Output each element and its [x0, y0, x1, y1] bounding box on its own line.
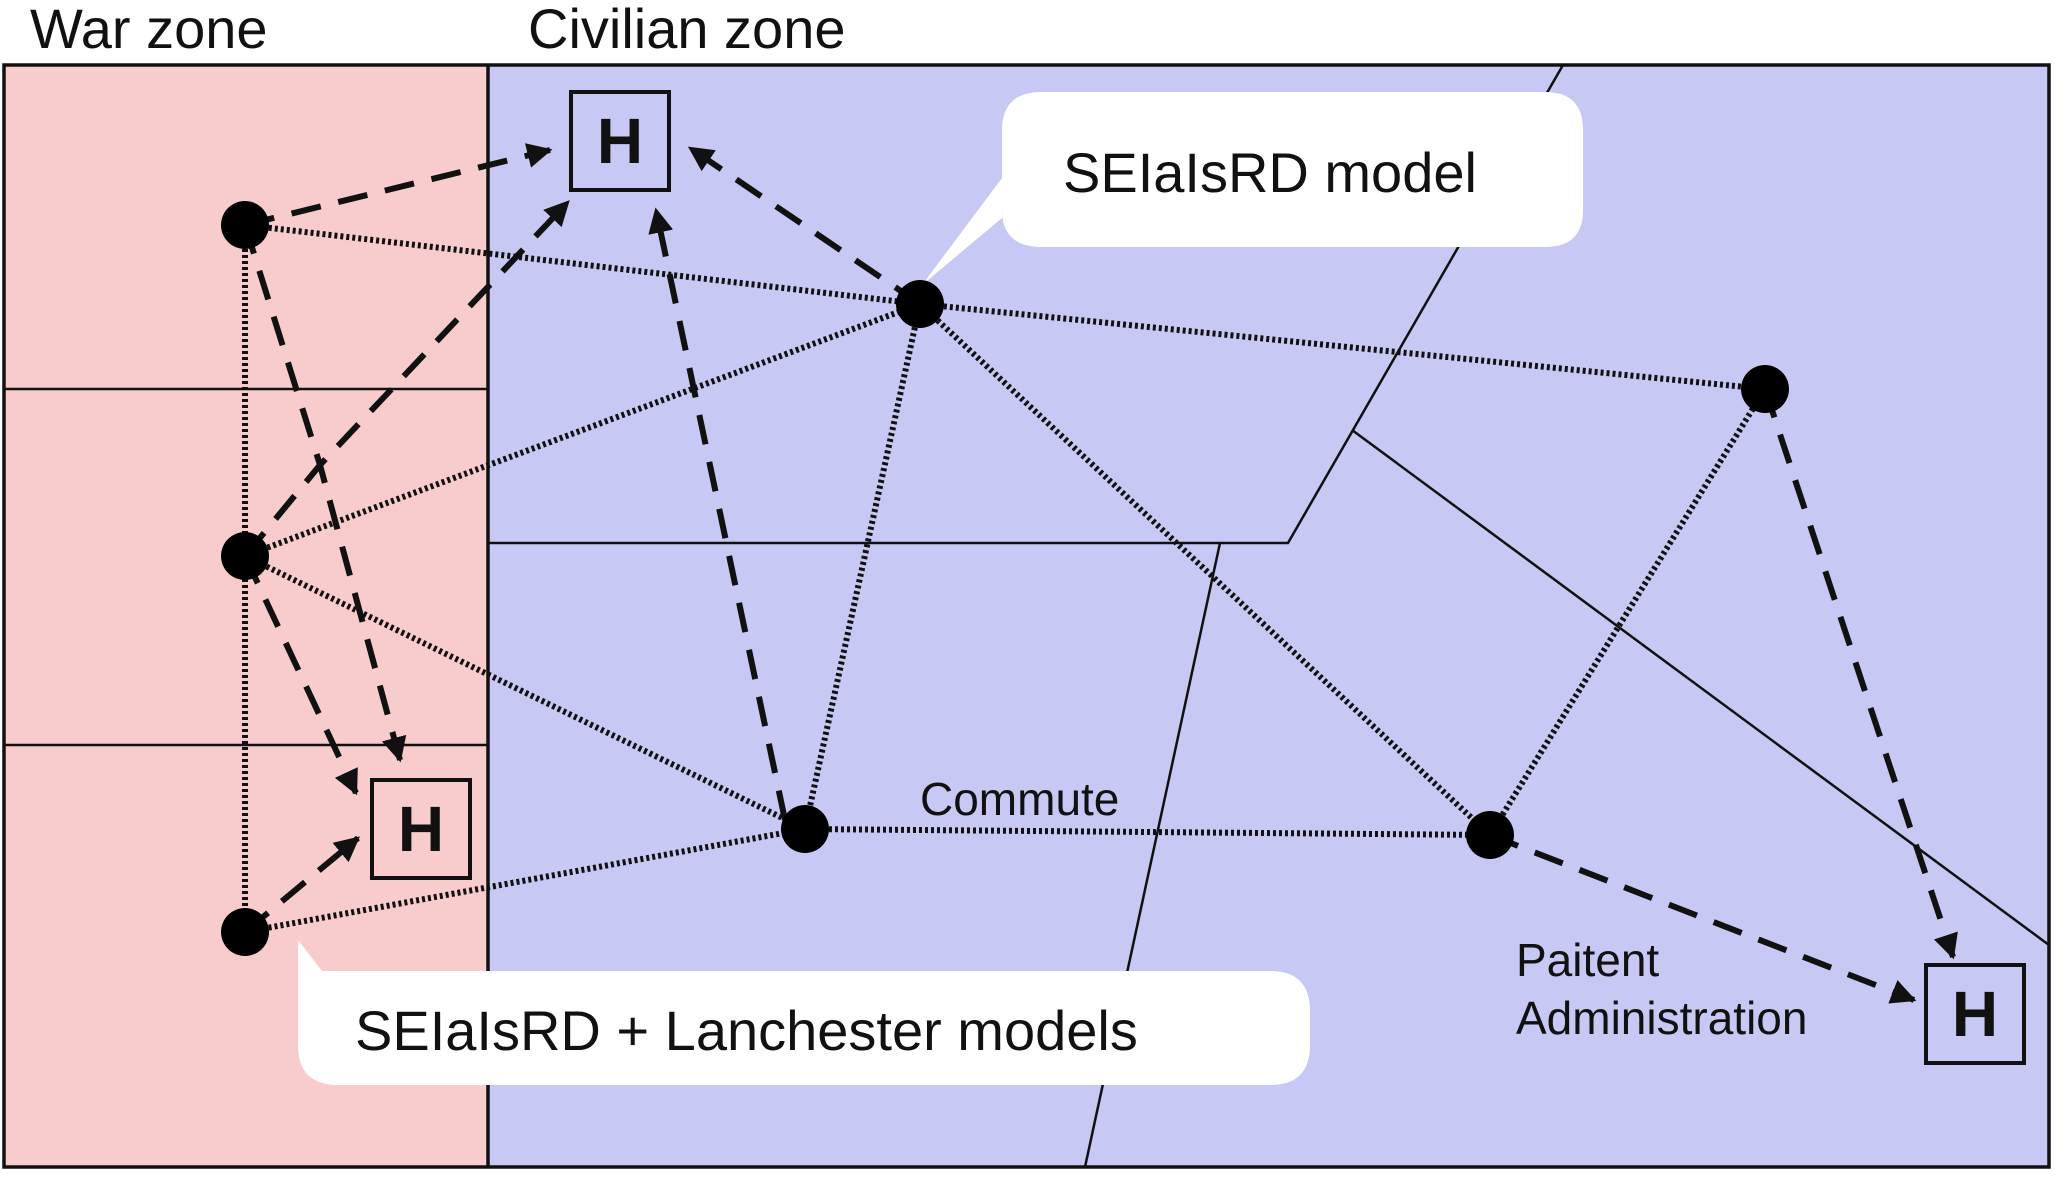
callout-bottom-bubble	[298, 940, 1310, 1085]
hospital-box	[370, 778, 472, 880]
hospital-box	[569, 90, 671, 192]
patient-arrow	[244, 143, 553, 228]
callout-top-text: SEIaIsRD model	[1063, 141, 1477, 204]
map-frame	[2, 63, 2051, 1169]
population-nodes	[221, 201, 1789, 956]
hospital-war-bottom: H	[370, 778, 472, 880]
node-civilian-top	[896, 280, 944, 328]
commute-edge	[244, 222, 921, 307]
commute-edge	[243, 553, 807, 832]
hospital-box	[1924, 963, 2026, 1065]
patient-arrow	[243, 835, 360, 935]
war-zone-title: War zone	[30, 0, 268, 60]
patient-arrow	[242, 199, 571, 558]
commute-edge	[244, 826, 806, 935]
callout-top-bubble	[922, 92, 1583, 285]
commute-edge	[917, 301, 1493, 838]
node-war-top	[221, 201, 269, 249]
commute-label: Commute	[920, 773, 1119, 825]
patient-arrow	[242, 554, 359, 796]
node-war-middle	[221, 532, 269, 580]
hospital-right: H	[1924, 963, 2026, 1065]
commute-edge	[243, 301, 922, 559]
commute-edge	[804, 826, 1491, 838]
patient-administration-arrows	[242, 143, 1958, 1004]
hospital-top: H	[569, 90, 671, 192]
patient-admin-label-line1: Paitent	[1516, 934, 1659, 986]
node-civilian-far-right	[1741, 365, 1789, 413]
hospital-label: H	[597, 105, 643, 177]
hospital-label: H	[398, 793, 444, 865]
callout-bottom-text: SEIaIsRD + Lanchester models	[355, 999, 1138, 1062]
node-civilian-center	[781, 805, 829, 853]
node-civilian-right-lower	[1466, 811, 1514, 859]
hospital-label: H	[1952, 978, 1998, 1050]
patient-arrow	[1762, 388, 1958, 960]
patient-admin-label-line2: Administration	[1516, 992, 1807, 1044]
patient-arrow	[648, 207, 788, 821]
node-war-bottom	[221, 908, 269, 956]
patient-arrow	[1488, 832, 1917, 1004]
commute-edges	[242, 222, 1768, 935]
civilian-zone-title: Civilian zone	[528, 0, 846, 60]
